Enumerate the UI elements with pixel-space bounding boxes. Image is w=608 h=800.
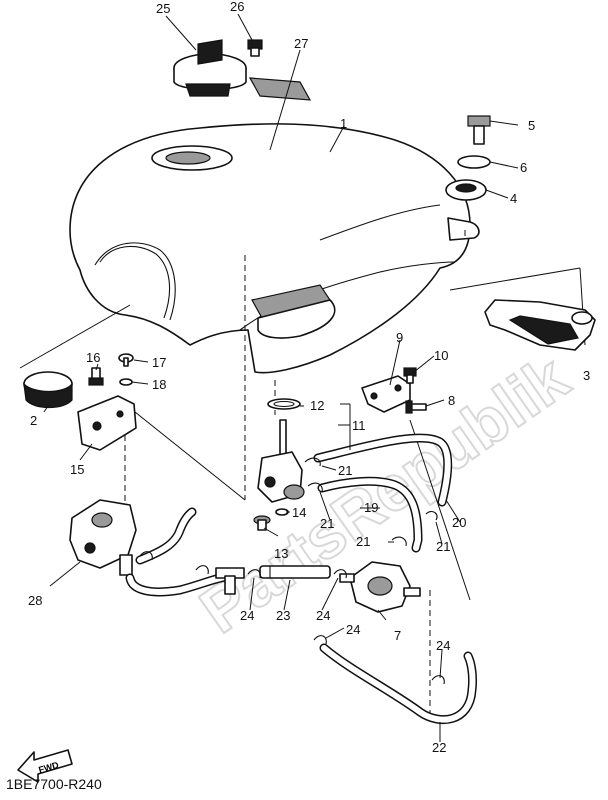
fuel-valve-11[interactable] <box>257 419 305 503</box>
callout-24c: 24 <box>346 622 360 637</box>
callout-21c: 21 <box>356 534 370 549</box>
callout-24d: 24 <box>436 638 450 653</box>
clip-24[interactable] <box>431 675 445 685</box>
callout-12: 12 <box>310 398 324 413</box>
callout-28: 28 <box>28 593 42 608</box>
callout-18: 18 <box>152 377 166 392</box>
callout-6: 6 <box>520 160 527 175</box>
callout-11: 11 <box>352 418 366 433</box>
callout-16: 16 <box>86 350 100 365</box>
clip-24[interactable] <box>313 635 327 645</box>
bracket-3[interactable] <box>484 299 596 351</box>
callout-21d: 21 <box>436 539 450 554</box>
plate-15[interactable] <box>77 395 137 451</box>
callout-4: 4 <box>510 191 517 206</box>
callout-1: 1 <box>340 116 347 131</box>
callout-26: 26 <box>230 0 244 14</box>
cap-2[interactable] <box>23 371 73 409</box>
screw-17[interactable] <box>118 353 134 367</box>
callout-20: 20 <box>452 515 466 530</box>
callout-3: 3 <box>583 368 590 383</box>
clip-21[interactable] <box>304 457 321 467</box>
callout-24a: 24 <box>240 608 254 623</box>
clip[interactable] <box>195 565 209 575</box>
fuel-pump-7[interactable] <box>339 561 421 613</box>
callout-15: 15 <box>70 462 84 477</box>
pipe-23[interactable] <box>259 565 331 579</box>
tee-joint[interactable] <box>215 567 245 595</box>
callout-22: 22 <box>432 740 446 755</box>
bolt-5[interactable] <box>467 115 491 145</box>
fuel-cock-28[interactable] <box>69 499 137 576</box>
callout-10: 10 <box>434 348 448 363</box>
bracket-9[interactable] <box>361 375 411 413</box>
callout-19: 19 <box>364 500 378 515</box>
bolt-8[interactable] <box>405 400 427 414</box>
callout-27: 27 <box>294 36 308 51</box>
callout-17: 17 <box>152 355 166 370</box>
callout-5: 5 <box>528 118 535 133</box>
callout-7: 7 <box>394 628 401 643</box>
callout-13: 13 <box>274 546 288 561</box>
fuel-tank[interactable] <box>69 123 480 374</box>
callout-14: 14 <box>292 505 306 520</box>
gasket-12[interactable] <box>267 398 301 410</box>
screw-26[interactable] <box>247 39 263 57</box>
callout-2: 2 <box>30 413 37 428</box>
clip-21[interactable] <box>425 511 438 521</box>
callout-25: 25 <box>156 1 170 16</box>
bolt-13[interactable] <box>253 515 271 531</box>
bolt-16[interactable] <box>88 367 104 386</box>
washer-6[interactable] <box>457 155 491 169</box>
clip-24[interactable] <box>247 569 261 579</box>
clip-21[interactable] <box>307 482 323 493</box>
callout-21a: 21 <box>338 463 352 478</box>
clip-24[interactable] <box>333 569 347 579</box>
callout-21b: 21 <box>320 516 334 531</box>
clip[interactable] <box>139 551 153 561</box>
washer-18[interactable] <box>119 378 133 386</box>
hose-22[interactable] <box>319 643 477 725</box>
callout-8: 8 <box>448 393 455 408</box>
filler-cap[interactable] <box>173 39 247 97</box>
callout-24b: 24 <box>316 608 330 623</box>
callout-23: 23 <box>276 608 290 623</box>
screw-10[interactable] <box>403 367 417 384</box>
callout-9: 9 <box>396 330 403 345</box>
drawing-code: 1BE7700-R240 <box>6 776 102 792</box>
clip-21[interactable] <box>391 536 407 547</box>
caution-label[interactable] <box>248 77 312 101</box>
damper-4[interactable] <box>445 179 487 201</box>
